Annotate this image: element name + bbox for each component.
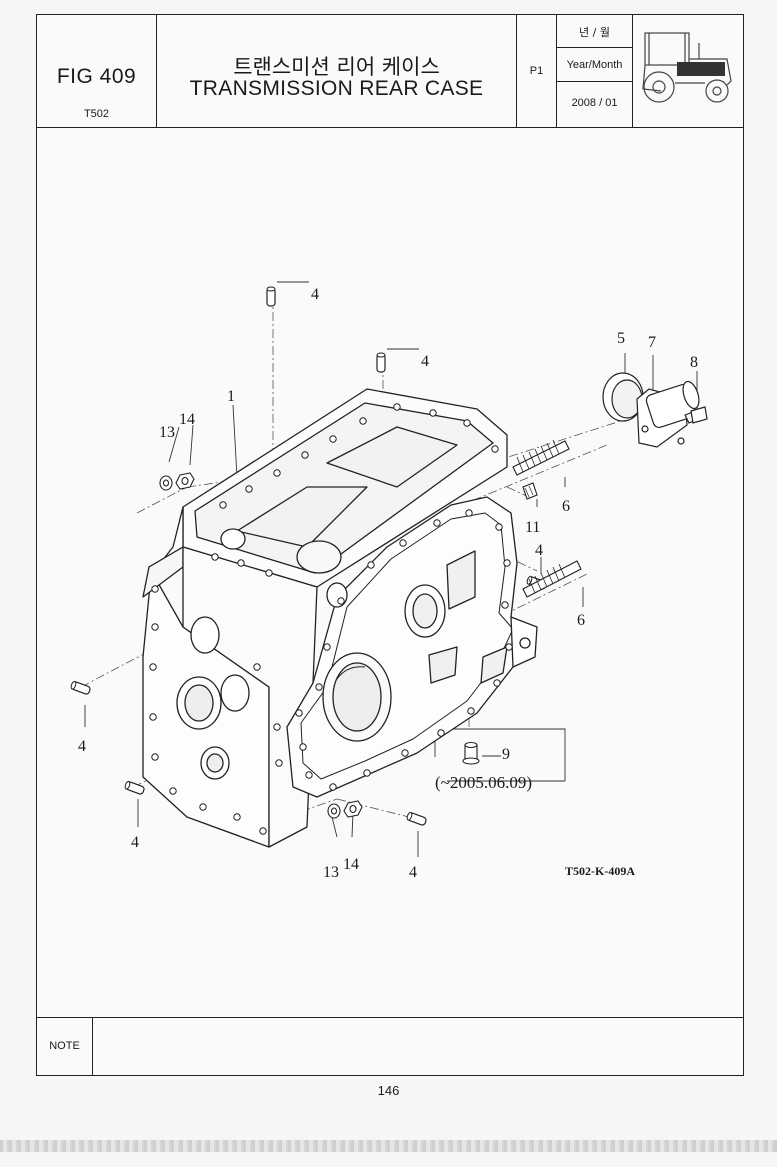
page-header: FIG 409 T502 트랜스미션 리어 케이스 TRANSMISSION R… <box>37 15 743 128</box>
callout-part-14: 14 <box>179 411 195 428</box>
callout-part-13: 13 <box>323 864 339 881</box>
tractor-icon <box>642 32 732 103</box>
callout-part-13: 13 <box>159 424 175 441</box>
callout-part-1: 1 <box>227 388 235 405</box>
date-cell: 년 / 월 Year/Month 2008 / 01 <box>557 15 633 127</box>
title-cell: 트랜스미션 리어 케이스 TRANSMISSION REAR CASE <box>157 15 517 127</box>
callout-part-5: 5 <box>617 330 625 347</box>
drawing-code: T502-K-409A <box>565 864 635 878</box>
page-number: 146 <box>377 1083 400 1098</box>
callout-part-7: 7 <box>648 334 656 351</box>
date-label-korean: 년 / 월 <box>557 15 632 48</box>
callout-part-9: 9 <box>502 746 510 763</box>
callout-part-14: 14 <box>343 856 359 873</box>
transmission-rear-case-drawing <box>69 281 708 857</box>
tractor-cell <box>633 15 743 127</box>
date-value: 2008 / 01 <box>571 97 618 109</box>
title-korean: 트랜스미션 리어 케이스 <box>233 55 440 79</box>
exploded-parts-diagram: 4 4 5 7 8 1 13 14 6 11 4 6 4 9 4 13 14 4… <box>37 127 743 1017</box>
page-label: P1 <box>529 65 544 77</box>
figure-cell: FIG 409 T502 <box>37 15 157 127</box>
scan-edge-strip <box>0 1140 777 1152</box>
parts-page-frame: FIG 409 T502 트랜스미션 리어 케이스 TRANSMISSION R… <box>36 14 744 1076</box>
serial-range-note: (~2005.06.09) <box>435 773 533 792</box>
figure-number: FIG 409 <box>56 65 137 88</box>
callout-part-6: 6 <box>577 612 585 629</box>
date-label-english: Year/Month <box>557 48 632 82</box>
callout-part-8: 8 <box>690 354 698 371</box>
page-cell: P1 <box>517 15 557 127</box>
callout-part-4: 4 <box>421 353 429 370</box>
note-section: NOTE <box>37 1017 743 1075</box>
callout-part-4: 4 <box>311 286 319 303</box>
callout-part-4: 4 <box>409 864 417 881</box>
callout-part-4: 4 <box>131 834 139 851</box>
callout-part-6: 6 <box>562 498 570 515</box>
note-label: NOTE <box>37 1018 93 1075</box>
model-code: T502 <box>83 108 110 120</box>
callout-part-11: 11 <box>525 519 541 536</box>
callout-part-4: 4 <box>535 542 543 559</box>
title-english: TRANSMISSION REAR CASE <box>189 77 484 100</box>
callout-part-4: 4 <box>78 738 86 755</box>
